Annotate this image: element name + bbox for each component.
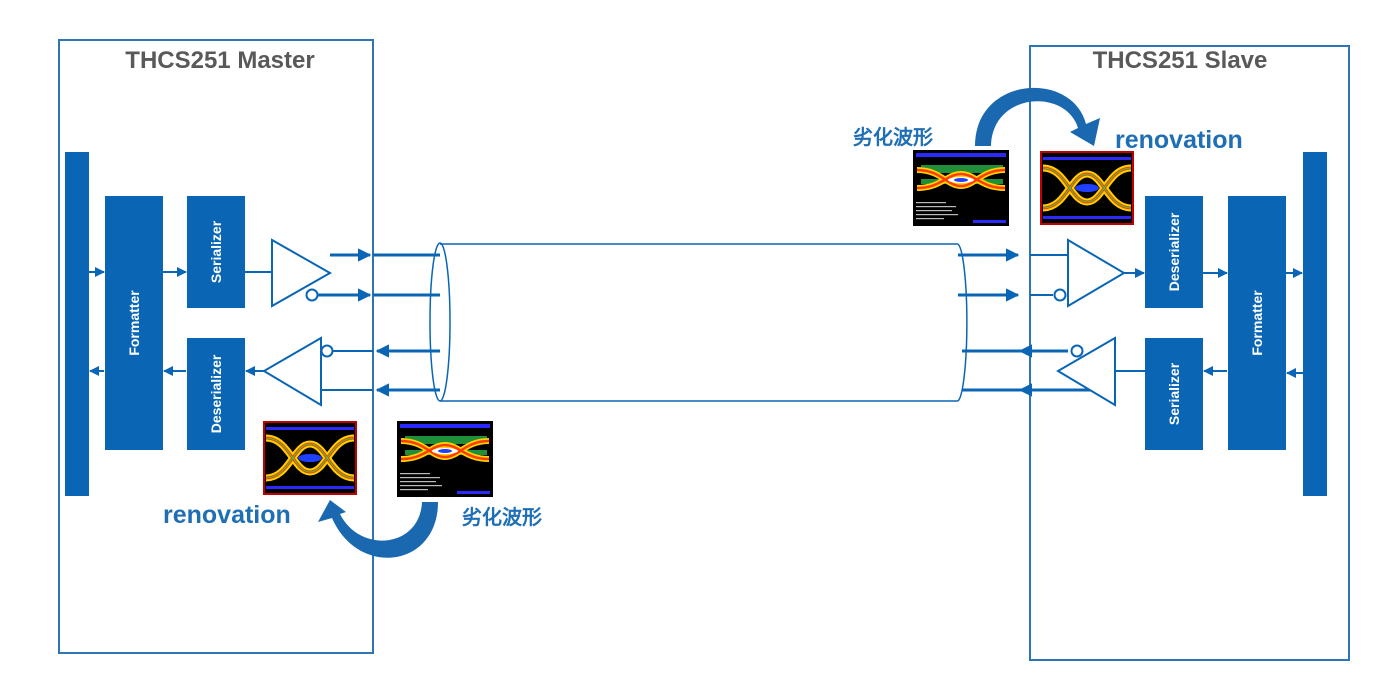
curved-arrow-icon xyxy=(975,87,1100,146)
master-panel xyxy=(58,39,374,654)
slave-renovation-caption: renovation xyxy=(1115,126,1243,154)
inverter-bubble-icon xyxy=(1070,344,1084,358)
master-deserializer-block xyxy=(187,338,245,450)
master-formatter-label: Formatter xyxy=(126,290,142,356)
slave-degraded-caption: 劣化波形 xyxy=(853,125,933,149)
inverter-bubble-icon xyxy=(305,288,319,302)
inverter-bubble-icon xyxy=(1053,288,1067,302)
slave-formatter-block xyxy=(1228,196,1286,450)
master-serializer-block xyxy=(187,196,245,308)
slave-bus-bar xyxy=(1303,152,1327,496)
eye-diagram-icon xyxy=(264,422,356,494)
receiver-triangle-icon xyxy=(262,336,322,407)
receiver-triangle-icon xyxy=(1067,238,1126,308)
slave-serializer-label: Serializer xyxy=(1166,362,1182,425)
slave-serializer-block xyxy=(1145,338,1203,450)
eye-diagram-icon xyxy=(913,150,1009,226)
master-renovation-caption: renovation xyxy=(163,501,291,529)
slave-deserializer-block xyxy=(1145,196,1203,308)
master-bus-bar xyxy=(65,152,89,496)
inverter-bubble-icon xyxy=(320,344,334,358)
master-formatter-block xyxy=(105,196,163,450)
master-degraded-caption: 劣化波形 xyxy=(462,505,542,529)
slave-title: THCS251 Slave xyxy=(1093,47,1268,74)
master-title: THCS251 Master xyxy=(125,47,314,74)
eye-diagram-icon xyxy=(397,421,493,497)
slave-formatter-label: Formatter xyxy=(1249,290,1265,356)
cable-icon xyxy=(373,242,1030,402)
driver-triangle-icon xyxy=(1056,336,1116,407)
master-serializer-label: Serializer xyxy=(208,220,224,283)
slave-deserializer-label: Deserializer xyxy=(1166,212,1182,291)
eye-diagram-icon xyxy=(1041,152,1133,224)
driver-triangle-icon xyxy=(271,238,333,308)
curved-arrow-icon xyxy=(318,500,438,558)
master-deserializer-label: Deserializer xyxy=(208,354,224,433)
